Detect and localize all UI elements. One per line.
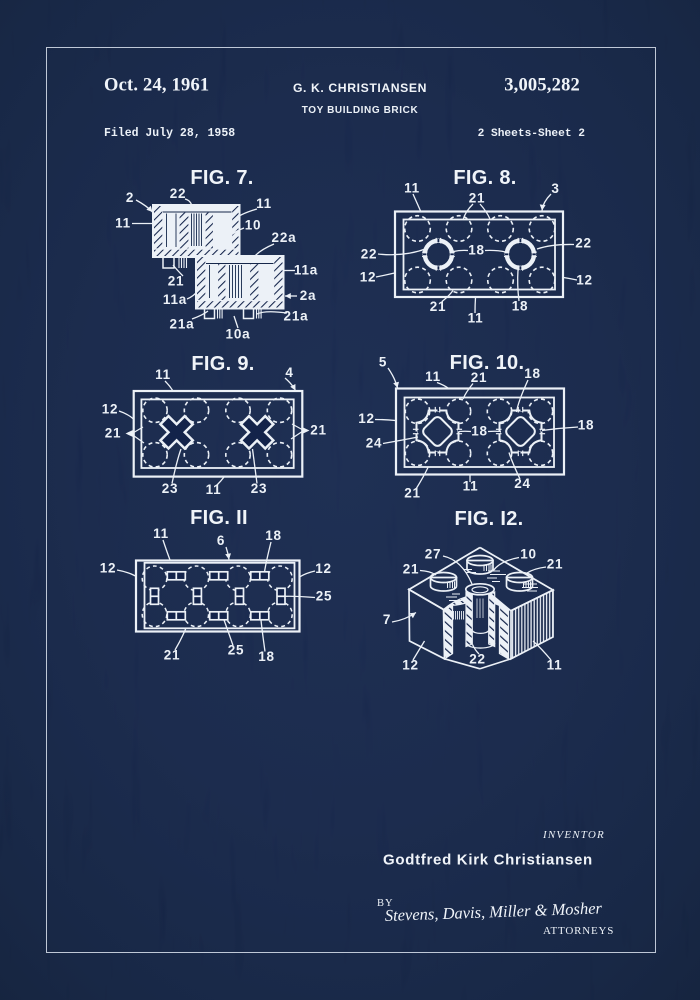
svg-text:ATTORNEYS: ATTORNEYS [543, 925, 614, 937]
svg-text:6: 6 [217, 533, 225, 548]
svg-text:18: 18 [265, 528, 282, 543]
svg-text:21: 21 [310, 423, 327, 438]
svg-text:12: 12 [360, 270, 377, 285]
svg-text:11: 11 [547, 658, 563, 673]
svg-text:11a: 11a [163, 292, 187, 307]
svg-text:18: 18 [468, 243, 485, 258]
svg-text:FIG. 7.: FIG. 7. [190, 167, 253, 189]
svg-text:Godtfred Kirk Christiansen: Godtfred Kirk Christiansen [383, 852, 593, 869]
svg-text:12: 12 [102, 402, 119, 417]
svg-text:FIG. 8.: FIG. 8. [453, 167, 516, 189]
svg-text:BY: BY [377, 898, 394, 909]
svg-text:22: 22 [469, 652, 486, 667]
svg-text:11: 11 [256, 196, 272, 211]
svg-text:11: 11 [153, 526, 169, 541]
svg-text:22a: 22a [272, 230, 297, 245]
svg-text:2 Sheets-Sheet 2: 2 Sheets-Sheet 2 [478, 128, 586, 140]
svg-text:FIG. I2.: FIG. I2. [454, 508, 523, 530]
svg-text:3,005,282: 3,005,282 [504, 76, 580, 96]
svg-text:11: 11 [115, 216, 131, 231]
svg-text:2: 2 [126, 190, 134, 205]
svg-text:12: 12 [100, 561, 117, 576]
svg-text:24: 24 [514, 476, 531, 491]
svg-text:21: 21 [168, 274, 185, 289]
svg-text:11: 11 [463, 479, 479, 494]
svg-text:21: 21 [547, 557, 564, 572]
svg-text:G. K. CHRISTIANSEN: G. K. CHRISTIANSEN [293, 81, 427, 95]
svg-text:21: 21 [430, 299, 447, 314]
svg-text:3: 3 [551, 181, 559, 196]
svg-text:27: 27 [425, 547, 442, 562]
svg-text:12: 12 [402, 658, 419, 673]
svg-text:INVENTOR: INVENTOR [542, 829, 605, 841]
svg-text:FIG. II: FIG. II [190, 507, 248, 529]
svg-text:12: 12 [315, 561, 332, 576]
svg-text:25: 25 [316, 589, 333, 604]
svg-text:7: 7 [383, 612, 391, 627]
svg-text:21: 21 [403, 562, 420, 577]
svg-text:TOY BUILDING BRICK: TOY BUILDING BRICK [302, 105, 419, 116]
svg-text:21a: 21a [284, 309, 309, 324]
svg-text:11: 11 [404, 181, 420, 196]
svg-text:23: 23 [251, 481, 268, 496]
svg-text:11: 11 [468, 311, 484, 326]
svg-text:24: 24 [366, 436, 383, 451]
svg-text:21: 21 [164, 648, 181, 663]
svg-text:18: 18 [258, 649, 275, 664]
svg-text:Filed July 28, 1958: Filed July 28, 1958 [104, 127, 235, 140]
svg-text:12: 12 [576, 273, 593, 288]
svg-text:21: 21 [471, 370, 488, 385]
svg-text:18: 18 [471, 424, 488, 439]
svg-text:21: 21 [105, 426, 122, 441]
svg-text:Stevens, Davis, Miller & Moshe: Stevens, Davis, Miller & Mosher [384, 898, 602, 925]
svg-text:21: 21 [404, 486, 421, 501]
svg-text:12: 12 [358, 411, 375, 426]
svg-text:FIG. 9.: FIG. 9. [191, 353, 254, 375]
svg-text:18: 18 [578, 418, 595, 433]
svg-text:22: 22 [575, 236, 592, 251]
svg-text:2a: 2a [300, 288, 317, 303]
svg-text:FIG. 10.: FIG. 10. [450, 352, 525, 374]
svg-text:5: 5 [379, 355, 387, 370]
svg-text:18: 18 [512, 299, 529, 314]
svg-text:11a: 11a [294, 263, 318, 278]
svg-text:23: 23 [162, 481, 179, 496]
svg-text:Oct. 24, 1961: Oct. 24, 1961 [104, 76, 209, 96]
svg-text:10a: 10a [226, 327, 251, 342]
svg-text:22: 22 [361, 247, 378, 262]
svg-text:11: 11 [206, 482, 222, 497]
svg-text:22: 22 [170, 186, 187, 201]
svg-text:10: 10 [245, 218, 262, 233]
svg-text:10: 10 [520, 547, 537, 562]
svg-text:25: 25 [228, 643, 245, 658]
svg-text:21: 21 [469, 191, 486, 206]
svg-text:18: 18 [524, 366, 541, 381]
svg-text:4: 4 [285, 365, 293, 380]
svg-text:11: 11 [425, 369, 441, 384]
svg-text:11: 11 [155, 367, 171, 382]
svg-text:21a: 21a [170, 317, 195, 332]
